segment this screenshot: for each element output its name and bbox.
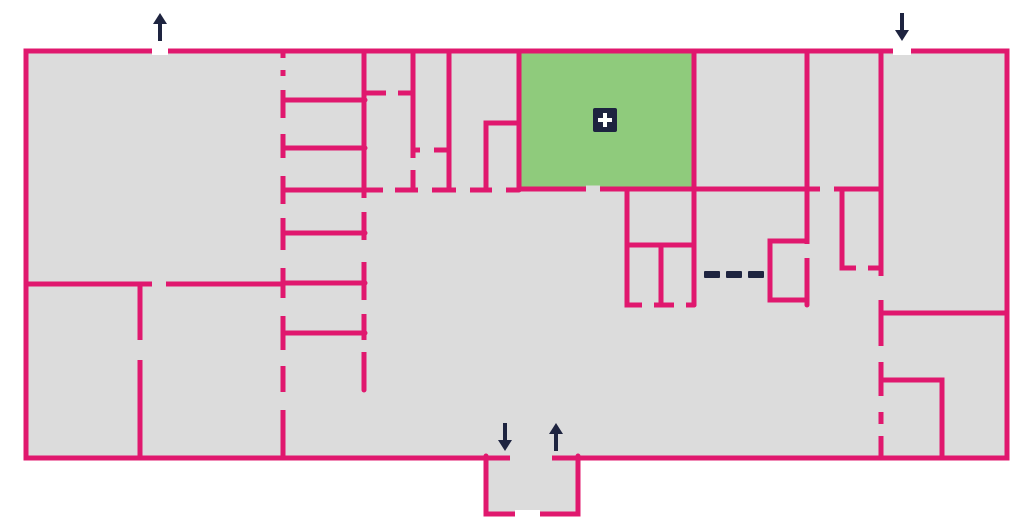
first-aid-plus-icon[interactable] [593,108,617,132]
wall-right-small-room [878,377,945,461]
wall-closets [624,186,697,308]
door-openings [136,47,911,518]
wall-medical-room [516,48,697,192]
arrow-up-icon[interactable] [153,13,167,41]
dashed-barrier [704,271,764,278]
wall-top-closet [483,120,522,193]
arrow-down-icon[interactable] [498,423,512,451]
arrow-up-icon[interactable] [549,423,563,451]
wall-small-room [767,238,810,303]
arrow-down-icon[interactable] [895,13,909,41]
